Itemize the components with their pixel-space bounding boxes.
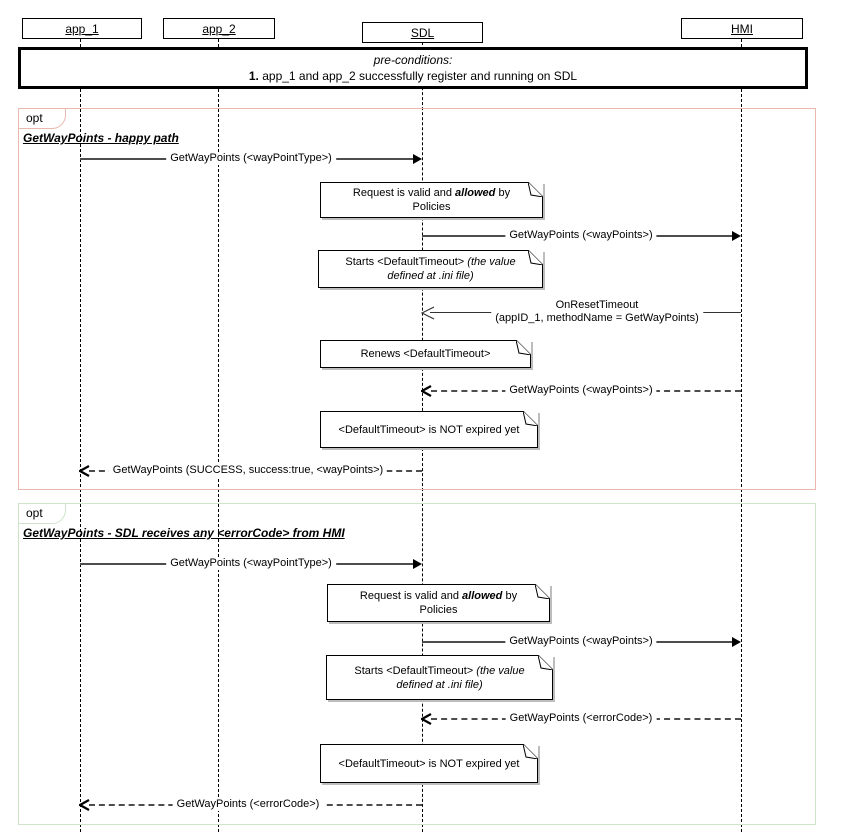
preconditions-item-text: app_1 and app_2 successfully register an… [258, 69, 578, 83]
note-not-expired-2: <DefaultTimeout> is NOT expired yet [320, 743, 539, 783]
arrowhead-filled-icon [732, 637, 741, 647]
note-fold-icon [527, 249, 544, 266]
message-label-m2: GetWayPoints (<wayPoints>) [505, 229, 657, 242]
note-starts-timeout-1: Starts <DefaultTimeout> (the value defin… [318, 249, 544, 288]
message-label-m3: OnResetTimeout (appID_1, methodName = Ge… [491, 299, 703, 325]
note-text: Request is valid and [359, 590, 463, 602]
note-text-emph: allowed [455, 187, 496, 199]
arrowhead-filled-icon [732, 231, 741, 241]
arrowhead-return-icon [79, 465, 90, 477]
lifeline-app-2 [218, 39, 219, 832]
message-label-m5: GetWayPoints (SUCCESS, success:true, <wa… [108, 464, 388, 477]
message-label-m8: GetWayPoints (<errorCode>) [505, 712, 657, 725]
note-text-italic: (the value defined at .ini file) [387, 256, 516, 282]
lifeline-label-app-2: app_2 [202, 21, 236, 36]
lifeline-label-hmi: HMI [731, 21, 753, 36]
preconditions-item-number: 1. [248, 69, 259, 83]
note-text: by Policies [412, 187, 511, 213]
message-label-m9: GetWayPoints (<errorCode>) [172, 798, 324, 811]
lifeline-hmi [741, 39, 742, 832]
note-request-valid-1: Request is valid and allowed by Policies [320, 181, 544, 218]
note-fold-icon [537, 654, 554, 671]
note-fold-icon [527, 181, 544, 198]
arrowhead-return-icon [421, 385, 432, 397]
opt2-fragment [18, 503, 816, 825]
note-text: by Policies [419, 590, 518, 616]
opt1-fragment [18, 108, 816, 490]
arrowhead-filled-icon [413, 154, 422, 164]
lifeline-head-hmi: HMI [681, 18, 803, 39]
message-label-m1: GetWayPoints (<wayPointType>) [166, 152, 336, 165]
preconditions-box: pre-conditions: 1. app_1 and app_2 succe… [18, 47, 808, 89]
opt1-title: GetWayPoints - happy path [23, 131, 179, 145]
note-fold-icon [522, 743, 539, 760]
arrowhead-return-icon [79, 799, 90, 811]
message-label-m4: GetWayPoints (<wayPoints>) [505, 384, 657, 397]
note-text: Starts <DefaultTimeout> [345, 256, 468, 268]
note-request-valid-2: Request is valid and allowed by Policies [327, 583, 551, 622]
lifeline-head-app-2: app_2 [163, 18, 275, 39]
lifeline-label-sdl: SDL [410, 25, 435, 40]
note-text: Starts <DefaultTimeout> [354, 664, 477, 677]
note-not-expired-1: <DefaultTimeout> is NOT expired yet [320, 410, 539, 448]
arrowhead-return-icon [421, 713, 432, 725]
note-fold-icon [515, 339, 532, 356]
opt1-operator-tab: opt [18, 108, 66, 129]
note-text: Request is valid and [352, 187, 456, 199]
note-text: Renews <DefaultTimeout> [360, 348, 491, 360]
note-fold-icon [522, 410, 539, 427]
note-text-emph: allowed [462, 590, 503, 602]
note-text: <DefaultTimeout> is NOT expired yet [338, 423, 520, 436]
opt1-operator-label: opt [26, 111, 43, 125]
arrowhead-open-icon [421, 306, 435, 320]
note-text: <DefaultTimeout> is NOT expired yet [338, 757, 520, 770]
note-text-italic: (the value defined at .ini file) [396, 664, 525, 691]
message-label-m3-line2: (appID_1, methodName = GetWayPoints) [495, 312, 699, 324]
opt2-operator-label: opt [26, 506, 43, 520]
arrowhead-filled-icon [413, 559, 422, 569]
preconditions-title: pre-conditions: [373, 53, 453, 67]
note-fold-icon [534, 583, 551, 600]
opt2-title: GetWayPoints - SDL receives any <errorCo… [23, 526, 345, 540]
preconditions-item: 1. app_1 and app_2 successfully register… [21, 68, 805, 84]
lifeline-app-1 [80, 39, 81, 832]
lifeline-label-app-1: app_1 [65, 21, 99, 36]
message-label-m3-line1: OnResetTimeout [555, 299, 639, 311]
note-starts-timeout-2: Starts <DefaultTimeout> (the value defin… [326, 654, 554, 700]
lifeline-head-sdl: SDL [362, 22, 483, 43]
opt2-operator-tab: opt [18, 503, 66, 524]
message-label-m6: GetWayPoints (<wayPointType>) [166, 557, 336, 570]
message-label-m7: GetWayPoints (<wayPoints>) [505, 635, 657, 648]
note-renews-timeout: Renews <DefaultTimeout> [320, 339, 532, 368]
lifeline-head-app-1: app_1 [22, 18, 142, 39]
